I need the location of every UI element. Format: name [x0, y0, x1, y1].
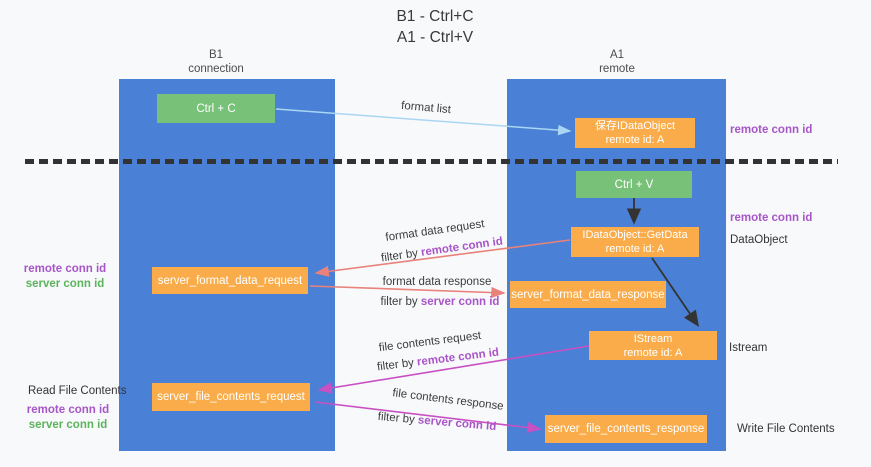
- lane-header-b1: B1 connection: [166, 48, 266, 76]
- node-save-idataobject-line2: remote id: A: [605, 134, 665, 146]
- node-server-format-data-request-label: server_format_data_request: [157, 274, 303, 287]
- annotation-istream: Istream: [729, 342, 768, 354]
- filter-key-server-conn-id: server conn id: [417, 414, 497, 434]
- node-server-format-data-response-label: server_format_data_response: [511, 288, 665, 301]
- filter-prefix: filter by: [376, 356, 418, 374]
- annotation-write-file-contents: Write File Contents: [737, 423, 835, 435]
- filter-prefix: filter by: [380, 246, 422, 265]
- clipboard-boundary-dashed-line: [25, 159, 838, 164]
- node-ctrl-c-label: Ctrl + C: [196, 102, 236, 115]
- edge-label-format-data-response-filter: filter by server conn id: [381, 296, 500, 308]
- filter-prefix: filter by: [380, 296, 421, 308]
- annotation-left-conn-ids-top: remote conn id server conn id: [23, 262, 107, 291]
- edge-label-format-data-response: format data response: [382, 276, 492, 288]
- node-getdata-line1: IDataObject::GetData: [582, 229, 688, 241]
- node-save-idataobject: 保存IDataObject remote id: A: [575, 118, 695, 148]
- filter-key-remote-conn-id: remote conn id: [420, 235, 504, 259]
- lane-a1-subtitle: remote: [599, 63, 635, 75]
- edge-label-format-list: format list: [400, 99, 452, 117]
- annotation-left-remote-conn-id-top: remote conn id: [23, 263, 107, 275]
- node-istream: IStream remote id: A: [589, 331, 717, 360]
- annotation-read-file-contents: Read File Contents: [28, 385, 127, 397]
- node-server-file-contents-response: server_file_contents_response: [545, 415, 707, 443]
- edge-label-file-contents-response-filter: filter by server conn id: [377, 411, 496, 433]
- node-ctrl-v: Ctrl + V: [576, 171, 692, 198]
- lane-a1-title: A1: [609, 49, 625, 61]
- title-line-1: B1 - Ctrl+C: [396, 8, 474, 25]
- filter-key-remote-conn-id: remote conn id: [416, 346, 500, 369]
- node-save-idataobject-line1: 保存IDataObject: [594, 120, 676, 132]
- annotation-remote-conn-id-mid: remote conn id: [730, 212, 813, 224]
- annotation-dataobject: DataObject: [730, 234, 788, 246]
- node-server-file-contents-request-label: server_file_contents_request: [157, 391, 305, 403]
- filter-prefix: filter by: [377, 410, 419, 427]
- node-ctrl-v-label: Ctrl + V: [614, 178, 654, 191]
- node-istream-line1: IStream: [633, 332, 673, 345]
- lane-b1-title: B1: [208, 49, 224, 61]
- edge-label-file-contents-response: file contents response: [391, 387, 505, 413]
- annotation-left-server-conn-id-bottom: server conn id: [28, 418, 108, 431]
- annotation-remote-conn-id-top: remote conn id: [730, 124, 813, 136]
- node-server-format-data-request: server_format_data_request: [152, 267, 308, 294]
- node-server-file-contents-response-label: server_file_contents_response: [547, 423, 705, 435]
- node-idataobject-getdata: IDataObject::GetData remote id: A: [571, 227, 699, 257]
- node-ctrl-c: Ctrl + C: [157, 94, 275, 123]
- node-server-file-contents-request: server_file_contents_request: [152, 383, 310, 411]
- annotation-left-server-conn-id-top: server conn id: [25, 277, 105, 290]
- annotation-left-remote-conn-id-bottom: remote conn id: [26, 404, 110, 416]
- lane-b1-subtitle: connection: [188, 63, 244, 75]
- node-istream-line2: remote id: A: [623, 346, 683, 359]
- title-line-2: A1 - Ctrl+V: [396, 29, 474, 46]
- node-getdata-line2: remote id: A: [605, 243, 665, 255]
- node-server-format-data-response: server_format_data_response: [510, 281, 666, 308]
- filter-key-server-conn-id: server conn id: [420, 296, 500, 308]
- diagram-title: B1 - Ctrl+C A1 - Ctrl+V: [350, 6, 520, 48]
- lane-header-a1: A1 remote: [567, 48, 667, 76]
- annotation-left-conn-ids-bottom: remote conn id server conn id: [26, 403, 110, 432]
